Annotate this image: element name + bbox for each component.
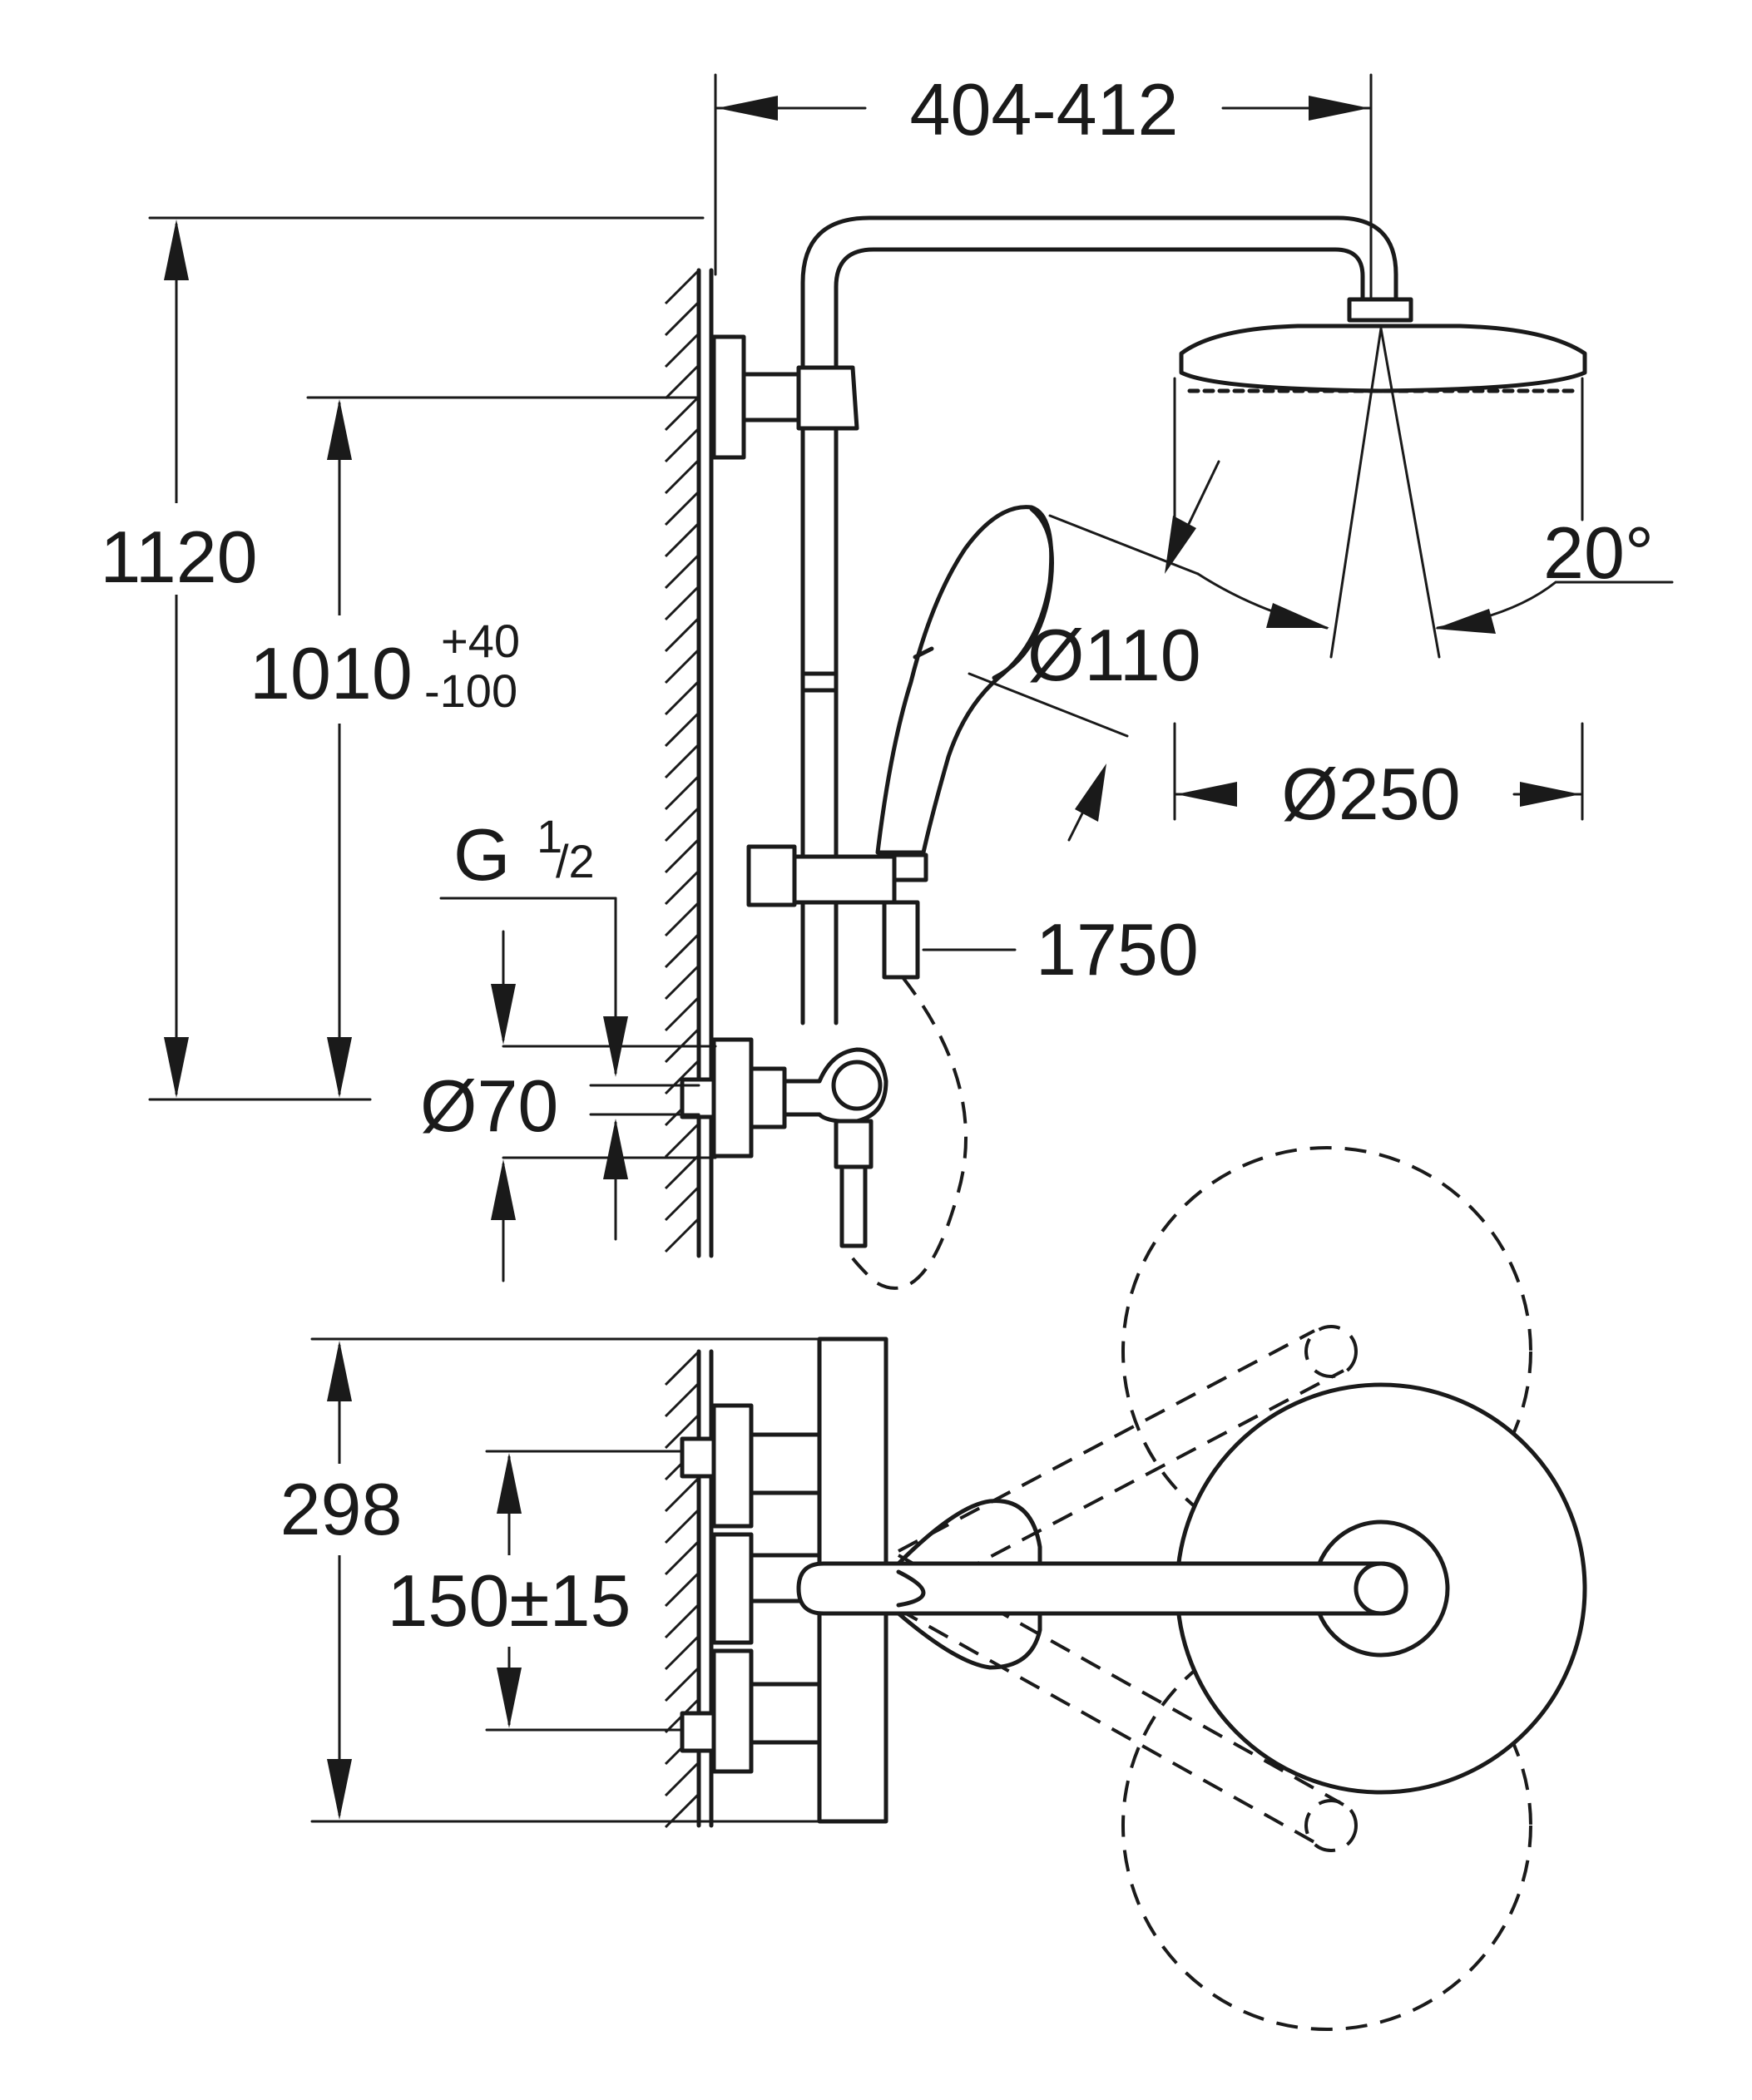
dim-headshower-dia: Ø250 — [1281, 753, 1460, 835]
dim-mixer-height: 298 — [280, 1468, 403, 1550]
wall-hatch-line — [664, 964, 700, 1001]
wall-hatch-line — [664, 1634, 700, 1671]
wall-hatch-line — [664, 1476, 700, 1513]
wall-hatch-line — [664, 1350, 700, 1386]
wall-hatch-line — [664, 679, 700, 716]
dim-arm-projection: 404-412 — [910, 68, 1179, 151]
slide-holder — [746, 844, 928, 980]
dim-inlet-spacing-dia: Ø70 — [420, 1065, 558, 1147]
dim-inlet-centers: 150±15 — [387, 1559, 631, 1642]
wall-hatch-line — [664, 1539, 700, 1576]
dimensions: 404-412 1120 1010 +40 -100 G 1 /2 — [79, 68, 1674, 1823]
wall-hatch-line — [664, 1761, 700, 1797]
wall-hatch-line — [664, 996, 700, 1032]
hose-side — [847, 976, 968, 1290]
wall-hatch-line — [664, 616, 700, 653]
wall-hatch-line — [664, 332, 700, 368]
wall-hatch-line — [664, 838, 700, 874]
wall-hatch-line — [664, 585, 700, 621]
wall-hatch-line — [664, 901, 700, 937]
wall-hatch-line — [664, 1185, 700, 1222]
wall-hatch-line — [664, 363, 700, 400]
wall-hatch-line — [664, 869, 700, 906]
mixer-side — [680, 1037, 888, 1248]
wall-hatch-line — [664, 711, 700, 748]
head-shower-side — [1179, 297, 1587, 659]
dim-mount-height: 1010 — [250, 632, 413, 714]
wall-hatch-line — [664, 553, 700, 590]
side-view — [664, 215, 1587, 1290]
wall-hatch-line — [664, 648, 700, 684]
dim-thread-letter: G — [453, 813, 510, 896]
wall-hatch-line — [664, 806, 700, 842]
wall-hatch-line — [664, 269, 700, 305]
wall-bracket — [711, 334, 859, 460]
wall-hatch-line — [664, 521, 700, 558]
wall-hatch-line — [664, 427, 700, 463]
wall-hatch-line — [664, 1508, 700, 1544]
wall-hatch-line — [664, 395, 700, 432]
wall-hatch-line — [664, 1603, 700, 1639]
dim-handshower-dia: Ø110 — [1027, 614, 1201, 696]
wall-hatch-line — [664, 300, 700, 337]
wall-hatch-line — [664, 490, 700, 526]
wall-hatch-line — [664, 1154, 700, 1190]
wall-hatch-line — [664, 743, 700, 779]
dim-thread-den: /2 — [556, 835, 595, 887]
wall-hatch-line — [664, 1413, 700, 1450]
riser-pipe — [800, 215, 1398, 1025]
wall-top-view — [664, 1349, 714, 1829]
dim-thread-num: 1 — [537, 810, 562, 862]
dim-mount-tol-plus: +40 — [441, 615, 520, 667]
wall-hatch-line — [664, 1122, 700, 1159]
top-view — [664, 1146, 1587, 2031]
wall-hatch-line — [664, 1381, 700, 1418]
hand-shower-top — [896, 1499, 1042, 1670]
dim-hose-length: 1750 — [1036, 908, 1199, 991]
wall-hatch-line — [664, 1666, 700, 1702]
wall-hatch-line — [664, 932, 700, 969]
head-shower-top — [796, 1382, 1587, 1795]
wall-hatch-line — [664, 1059, 700, 1095]
mixer-top — [680, 1337, 888, 1824]
hand-shower-side — [875, 505, 1054, 855]
wall-hatch-line — [664, 1217, 700, 1253]
wall-hatch-line — [664, 1571, 700, 1608]
dim-spray-angle: 20° — [1543, 511, 1654, 594]
dim-total-height: 1120 — [100, 516, 257, 598]
wall-hatch-line — [664, 458, 700, 495]
dim-mount-tol-minus: -100 — [424, 665, 517, 717]
wall-hatch-line — [664, 774, 700, 811]
